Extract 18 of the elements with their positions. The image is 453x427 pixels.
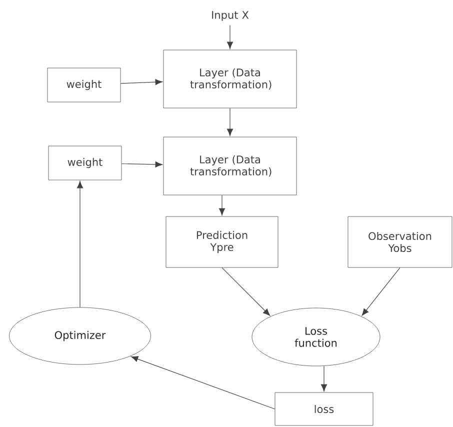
process-box: Prediction Ypre (166, 216, 278, 268)
arrow (77, 181, 83, 308)
arrow (130, 356, 276, 410)
arrow (222, 267, 270, 316)
arrow (362, 267, 400, 316)
arrow (121, 161, 162, 168)
input-label: Input X (212, 11, 249, 21)
arrow (227, 24, 234, 49)
arrow (321, 366, 327, 392)
process-box: Observation Yobs (348, 216, 452, 268)
process-box: loss (274, 392, 374, 426)
process-box: weight (47, 68, 121, 102)
process-box: Layer (Data transformation) (163, 136, 297, 196)
process-box: Layer (Data transformation) (163, 50, 297, 108)
arrow (120, 79, 162, 86)
arrow (219, 194, 225, 216)
arrow (227, 108, 234, 136)
process-box: weight (48, 146, 122, 180)
